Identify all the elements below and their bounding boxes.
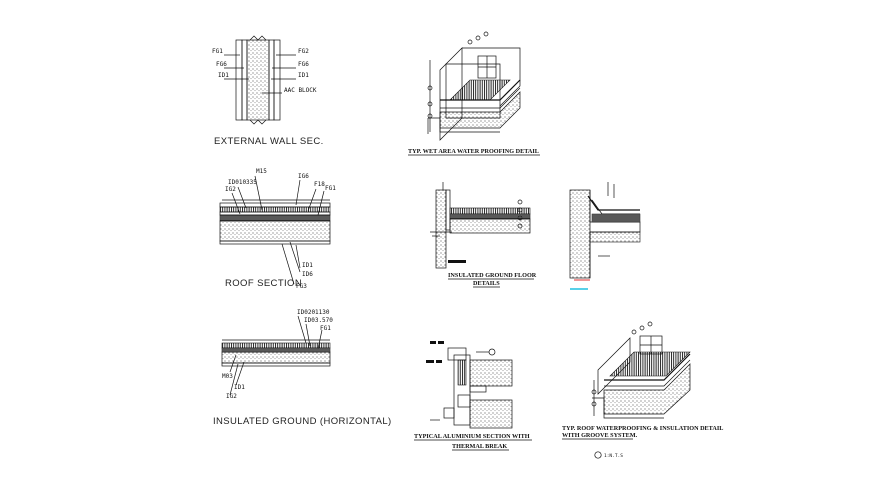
roof-label: FG1: [325, 185, 336, 192]
ground-floor-title-1: INSULATED GROUND FLOOR: [448, 272, 537, 279]
roof-label: ID010335: [228, 179, 257, 186]
external-wall-section: FG1 FG6 ID1 FG2 FG6 ID1 AAC BLOCK EXTERN…: [212, 35, 324, 147]
scale-note: 1:N.T.S: [604, 453, 623, 459]
roof-section: M15 ID010335 IG2 IG6 F18 FG1 ID1 ID6 FG3…: [219, 168, 336, 290]
wet-area-title: TYP. WET AREA WATER PROOFING DETAIL: [408, 148, 539, 155]
wall-label: FG1: [212, 48, 223, 55]
scale-marker-icon: [594, 451, 602, 459]
aluminium-section: TYPICAL ALUMINIUM SECTION WITH THERMAL B…: [414, 341, 532, 451]
aluminium-title-1: TYPICAL ALUMINIUM SECTION WITH: [414, 433, 530, 440]
ground-label: FG1: [320, 325, 331, 332]
ground-label: M03: [222, 373, 233, 380]
ground-floor-title-2: DETAILS: [473, 280, 500, 287]
wall-label: ID1: [298, 72, 309, 79]
roof-label: M15: [256, 168, 267, 175]
roof-label: IG6: [298, 173, 309, 180]
roof-section-title: ROOF SECTION: [225, 278, 302, 289]
ground-label: ID1: [234, 384, 245, 391]
ground-floor-detail: INSULATED GROUND FLOOR DETAILS: [430, 182, 537, 288]
wet-area-detail: TYP. WET AREA WATER PROOFING DETAIL: [408, 31, 540, 156]
wall-label: ID1: [218, 72, 229, 79]
ground-label: ID03.570: [304, 317, 333, 324]
roof-label: FG3: [296, 283, 307, 290]
roof-label: IG2: [225, 186, 236, 193]
wall-section-title: EXTERNAL WALL SEC.: [214, 136, 324, 147]
aluminium-title-2: THERMAL BREAK: [452, 443, 507, 450]
roof-label: ID6: [302, 271, 313, 278]
insulated-ground-title: INSULATED GROUND (HORIZONTAL): [213, 416, 392, 427]
roof-label: F18: [314, 181, 325, 188]
roof-label: ID1: [302, 262, 313, 269]
wall-label: FG2: [298, 48, 309, 55]
roof-waterproofing-title-1: TYP. ROOF WATERPROOFING & INSULATION DET…: [562, 425, 723, 432]
wall-label: FG6: [216, 61, 227, 68]
insulated-ground-section: ID0201130 ID03.570 FG1 M03 ID1 IG2 INSUL…: [213, 309, 392, 427]
roof-waterproofing-detail: TYP. ROOF WATERPROOFING & INSULATION DET…: [562, 321, 723, 459]
ground-label: ID0201130: [297, 309, 330, 316]
ground-label: IG2: [226, 393, 237, 400]
roof-waterproofing-title-2: WITH GROOVE SYSTEM.: [562, 432, 638, 439]
wall-label: AAC BLOCK: [284, 87, 317, 94]
wall-label: FG6: [298, 61, 309, 68]
corner-detail: [569, 182, 641, 290]
